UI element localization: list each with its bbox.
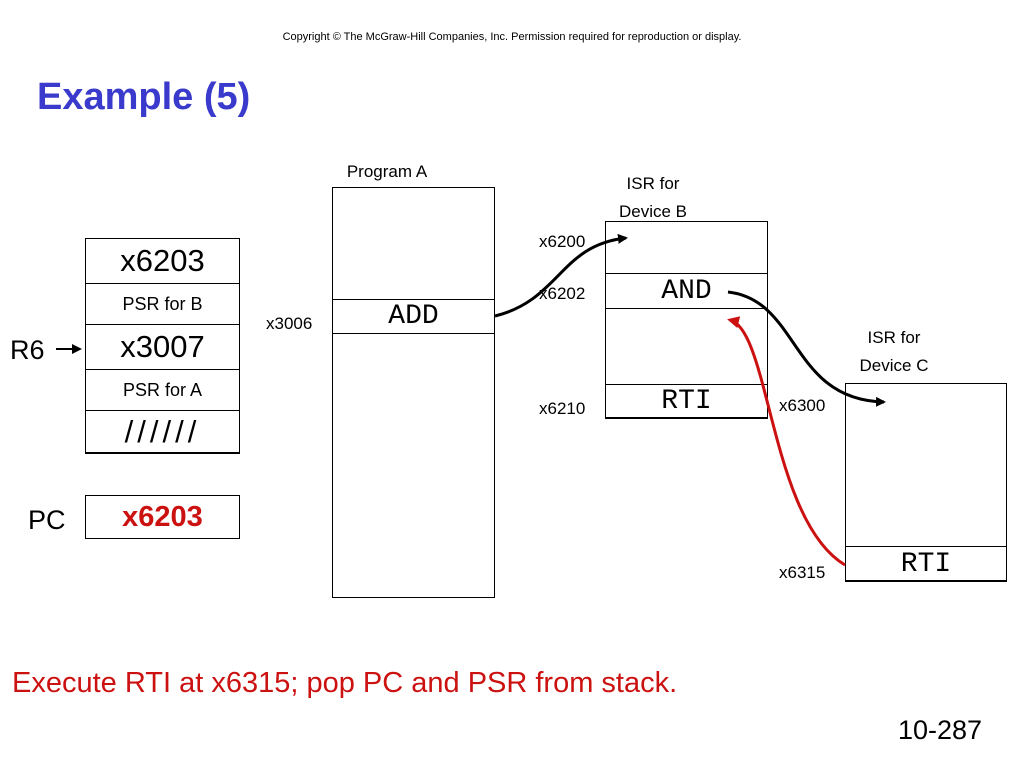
caption: Execute RTI at x6315; pop PC and PSR fro…	[12, 667, 678, 699]
isr-c-memory: RTI	[845, 383, 1007, 582]
r6-label: R6	[10, 335, 45, 365]
isr-b-rti-instruction: RTI	[605, 384, 768, 419]
address-x6200: x6200	[539, 232, 586, 251]
address-x6300: x6300	[779, 396, 826, 415]
address-x6210: x6210	[539, 399, 586, 418]
program-a-memory: ADD	[332, 187, 495, 598]
isr-b-memory: AND RTI	[605, 221, 768, 419]
stack-cell: //////	[85, 410, 240, 454]
isr-c-label: ISR for Device C	[859, 328, 929, 375]
stack: x6203 PSR for B x3007 PSR for A //////	[85, 238, 240, 454]
interrupt-c-arrow	[727, 290, 886, 407]
interrupt-b-arrow	[494, 233, 628, 318]
program-a-add-instruction: ADD	[332, 299, 495, 334]
address-x3006: x3006	[266, 314, 313, 333]
rti-return-arrow	[727, 316, 846, 567]
address-x6202: x6202	[539, 284, 586, 303]
pc-register: x6203	[85, 495, 240, 539]
pc-label: PC	[28, 505, 66, 535]
slide-number: 10-287	[898, 715, 983, 745]
isr-b-label: ISR for Device B	[618, 174, 688, 221]
slide-title: Example (5)	[37, 76, 251, 118]
program-a-label: Program A	[346, 162, 428, 181]
address-x6315: x6315	[779, 563, 826, 582]
copyright-notice: Copyright © The McGraw-Hill Companies, I…	[282, 31, 742, 43]
isr-b-and-instruction: AND	[605, 273, 768, 309]
